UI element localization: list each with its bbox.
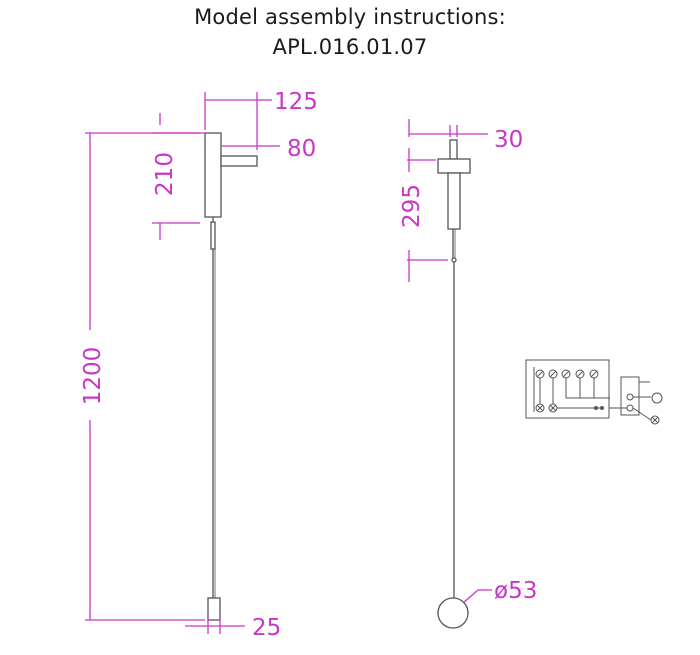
dim-label-295: 295 [399,184,425,228]
bottom-terminals [535,403,604,413]
pendant-joint [451,257,457,263]
title-line-1: Model assembly instructions: [194,5,506,29]
terminal-block [620,376,640,416]
wall-lamp-drawing [204,132,258,621]
dim-label-125: 125 [274,89,318,115]
wall-lamp-connector [210,221,216,250]
wall-lamp-dimensions [85,92,280,634]
pendant-dimensions [407,119,492,604]
dim-label-25: 25 [252,615,281,641]
live-wire-terminal-icon [651,392,663,404]
wall-lamp-arm [220,155,258,167]
pendant-drawing [437,139,471,629]
pendant-stem-top [449,139,458,160]
dim-label-30: 30 [494,127,523,153]
wiring-diagram [525,359,663,425]
title-line-2: APL.016.01.07 [272,35,428,59]
top-terminals [535,369,610,404]
pendant-body [447,172,461,230]
dim-label-53: ø53 [494,578,537,604]
wall-lamp-body [204,132,222,218]
dim-53-leader [462,589,492,604]
pendant-canopy [437,158,471,174]
ground-terminal-icon [650,415,660,425]
dim-label-1200: 1200 [80,347,106,406]
dim-label-210: 210 [152,152,178,196]
wall-lamp-end-cap [207,597,221,621]
dim-label-80: 80 [287,136,316,162]
pendant-ball [437,597,469,629]
